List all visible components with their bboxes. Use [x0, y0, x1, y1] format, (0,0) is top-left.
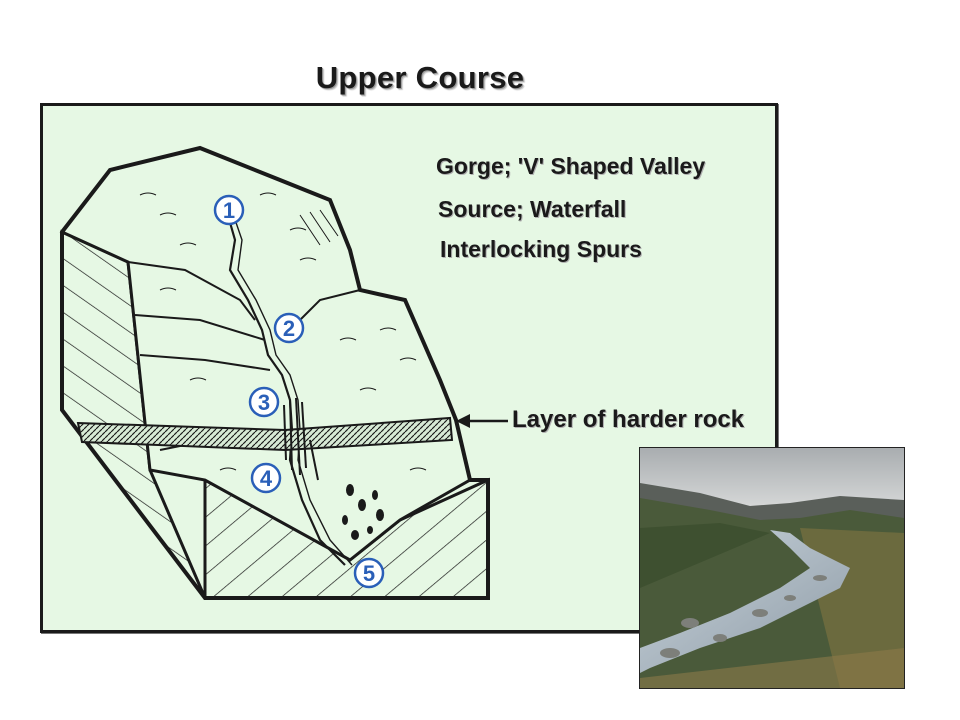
river-channel — [223, 204, 346, 566]
marker-4-number: 4 — [260, 466, 273, 491]
marker-3-number: 3 — [258, 390, 270, 415]
marker-3: 3 — [248, 386, 280, 418]
slope-marks — [139, 192, 427, 471]
marker-2-number: 2 — [283, 316, 295, 341]
feature-label-gorge: Gorge; 'V' Shaped Valley — [436, 153, 706, 179]
gorge-rocks — [342, 484, 384, 540]
marker-5: 5 — [353, 557, 385, 589]
rock-layer-arrow — [456, 414, 508, 428]
marker-1: 1 — [213, 194, 245, 226]
marker-4: 4 — [250, 462, 282, 494]
waterfall-shading — [283, 397, 319, 481]
river-valley-photo — [639, 447, 905, 689]
marker-5-number: 5 — [363, 561, 375, 586]
landscape-outline — [60, 145, 490, 600]
river-bank — [229, 204, 353, 566]
slide-title: Upper Course — [315, 60, 525, 95]
rock-layer-label: Layer of harder rock — [512, 406, 745, 433]
feature-label-source: Source; Waterfall — [438, 196, 627, 222]
marker-2: 2 — [273, 312, 305, 344]
river-valley-image — [640, 448, 904, 688]
feature-label-spurs: Interlocking Spurs — [440, 236, 642, 262]
marker-1-number: 1 — [223, 198, 235, 223]
